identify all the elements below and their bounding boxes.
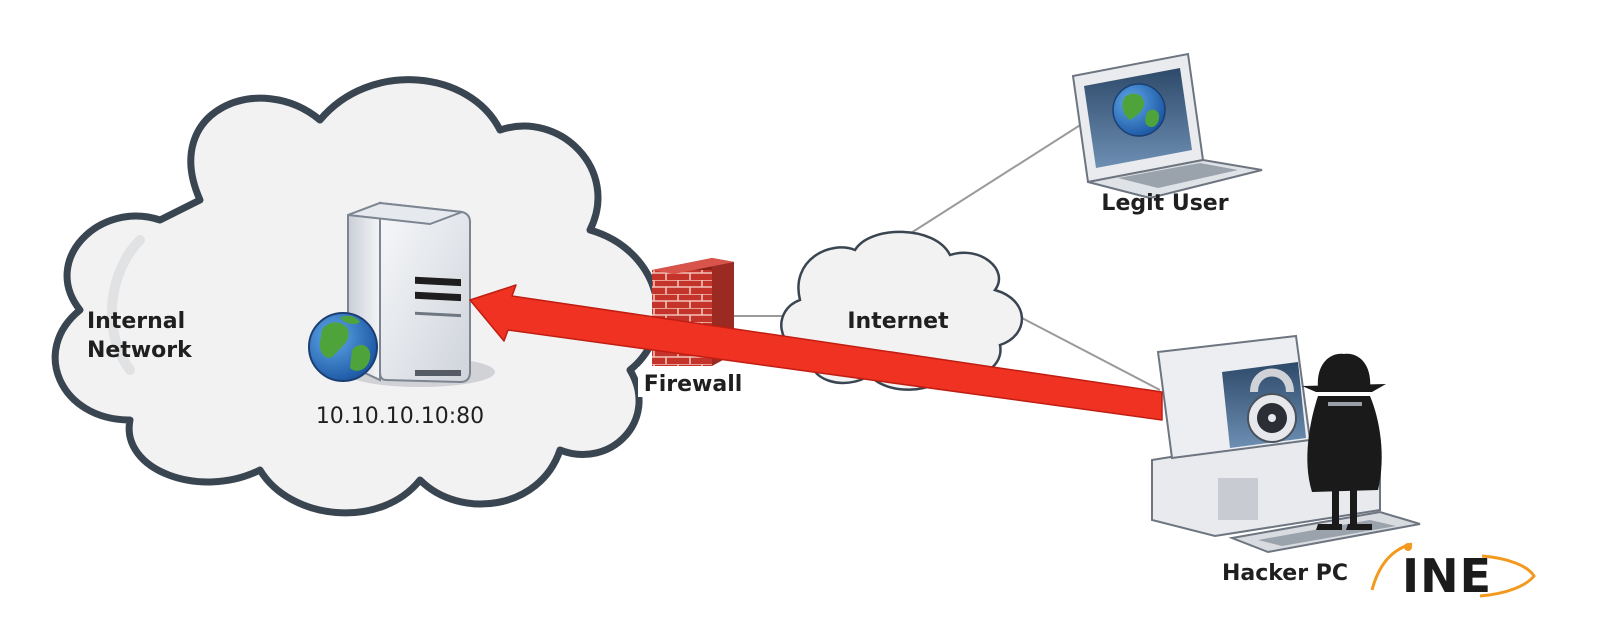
padlock-icon <box>1247 368 1297 443</box>
internal-network-label-line2: Network <box>87 338 193 363</box>
internet-legit-user-link <box>899 121 1086 241</box>
internet-label: Internet <box>847 309 949 334</box>
internal-network-label: Internal Network <box>87 309 193 363</box>
attack-arrow <box>469 284 1163 421</box>
hacker-pc-label: Hacker PC <box>1222 561 1348 586</box>
globe-icon <box>308 312 378 382</box>
firewall-label: Firewall <box>644 372 743 397</box>
ine-logo-text: INE <box>1402 549 1492 603</box>
hacker-figure-icon <box>1302 353 1386 530</box>
internet-hacker-link <box>1021 317 1161 391</box>
ine-logo: INE <box>1370 542 1536 603</box>
server-address-label: 10.10.10.10:80 <box>316 404 484 429</box>
legit-user-label: Legit User <box>1101 191 1228 216</box>
laptop-icon <box>1071 52 1263 200</box>
internal-network-label-line1: Internal <box>87 309 185 334</box>
network-links <box>730 121 1161 391</box>
